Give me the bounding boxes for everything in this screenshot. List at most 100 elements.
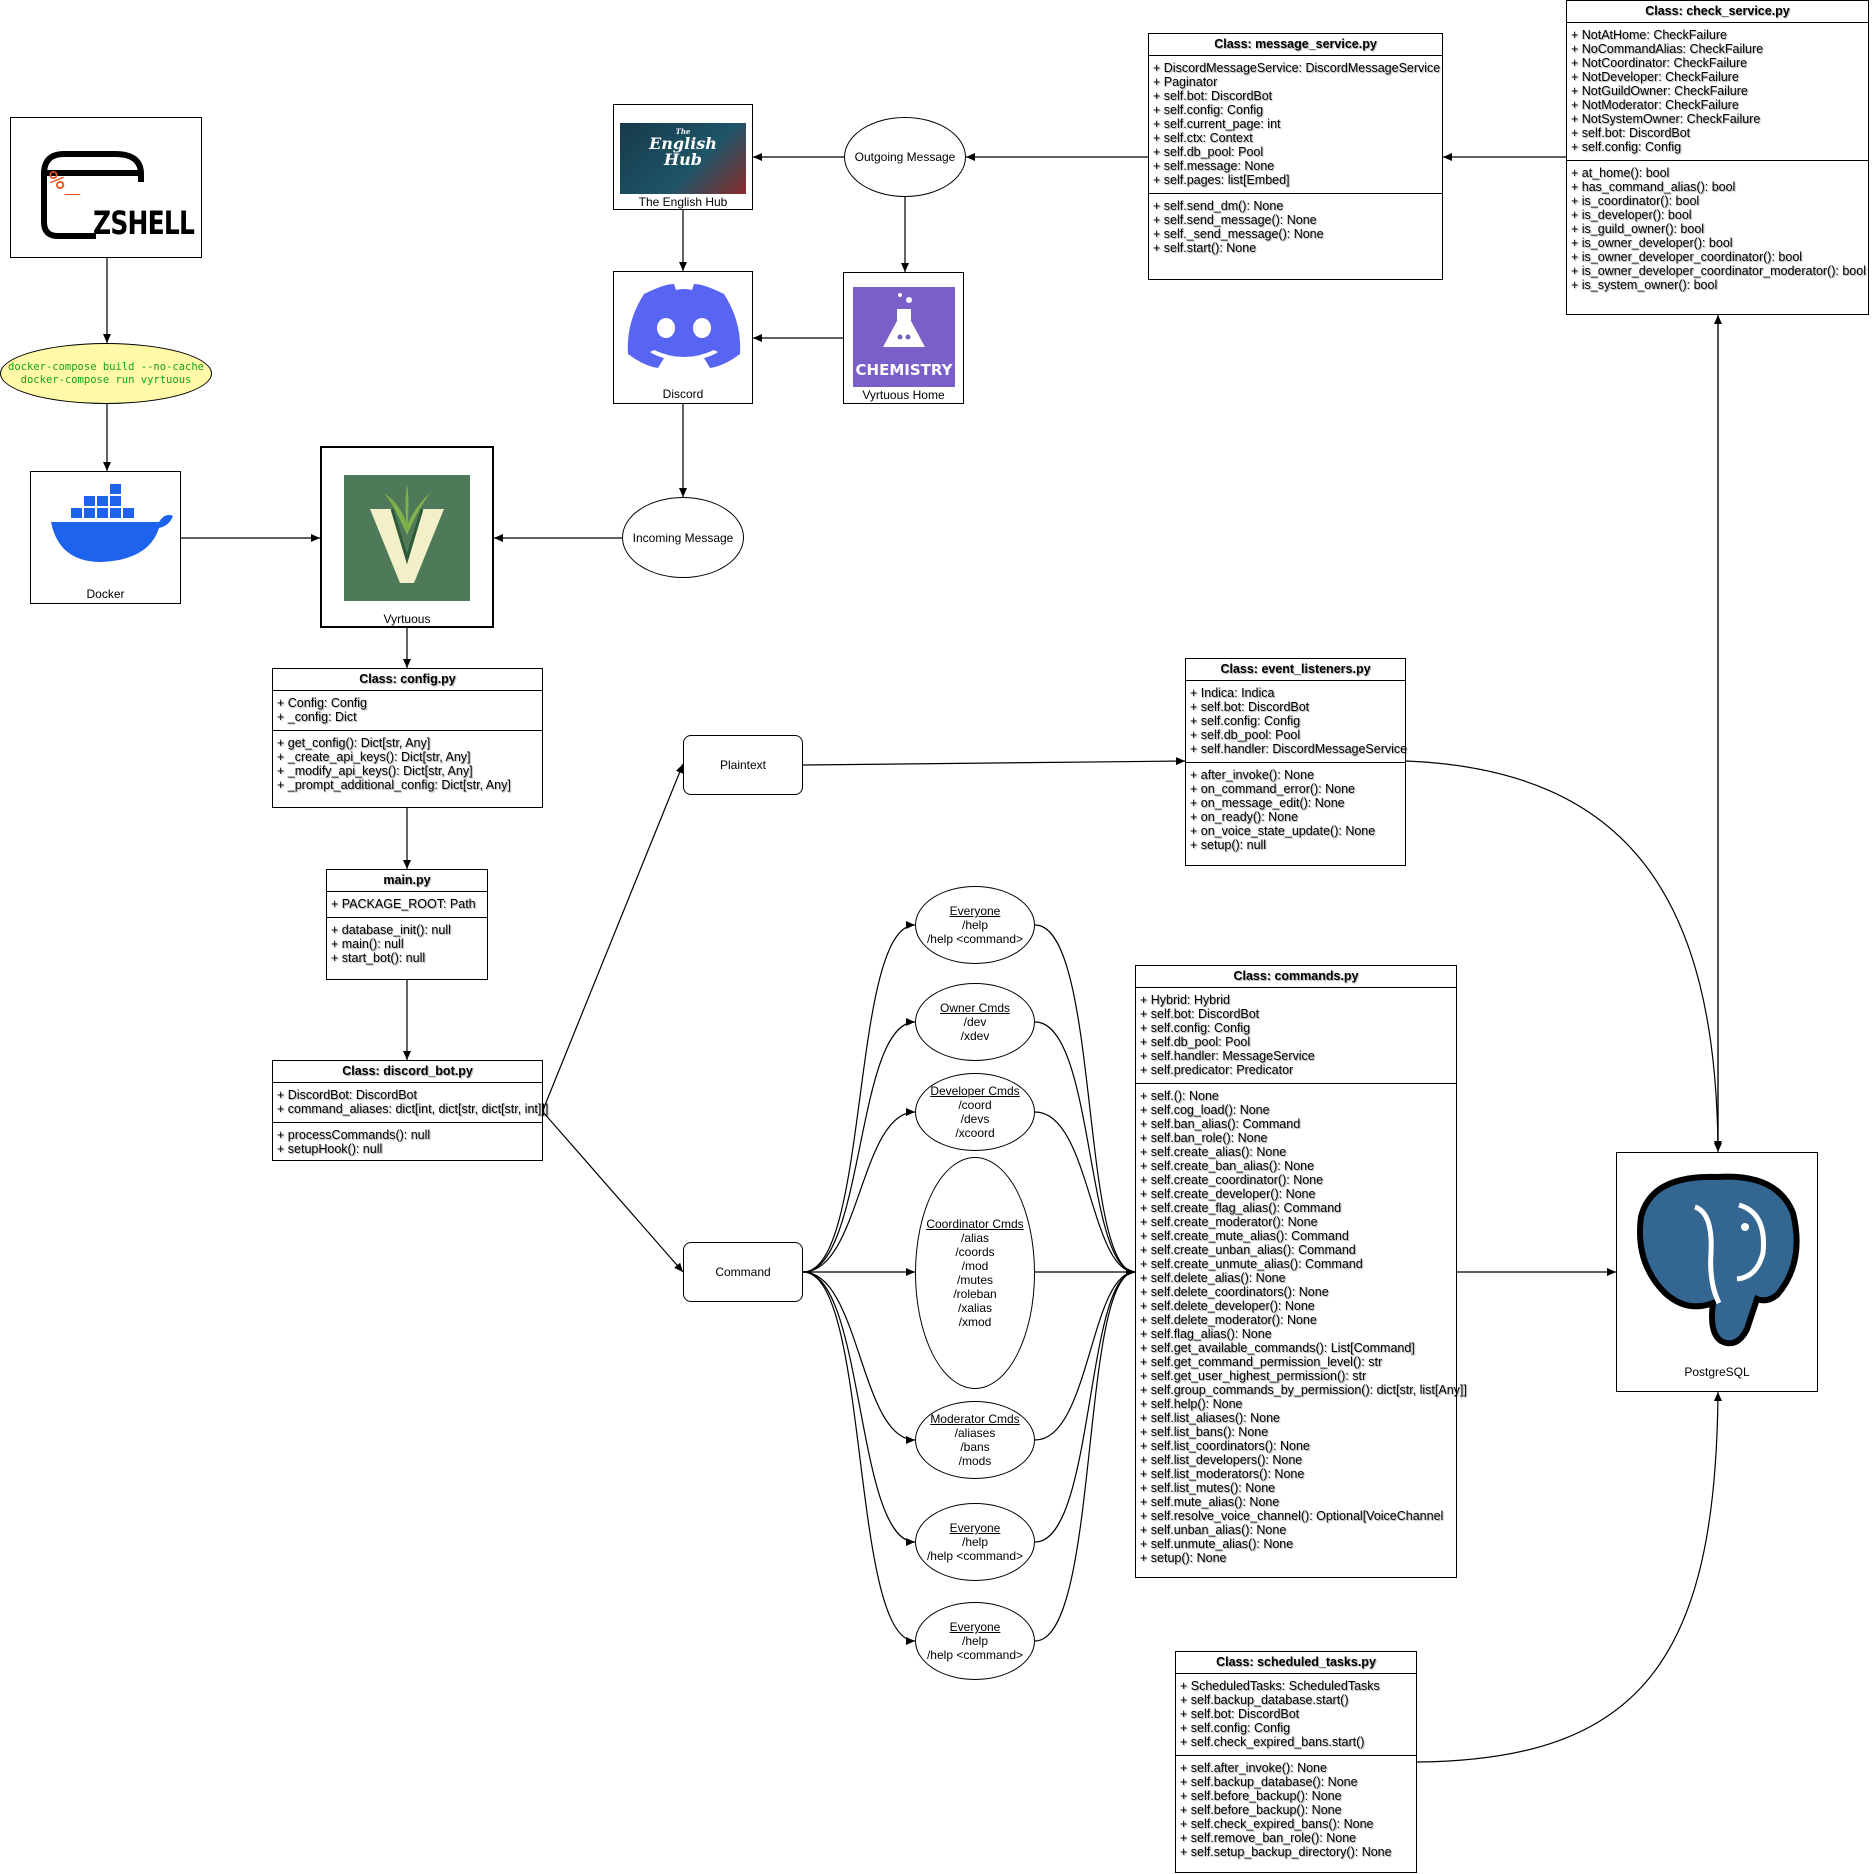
class-check-service-attr: + NotGuildOwner: CheckFailure [1571, 84, 1748, 98]
class-main-attr: + PACKAGE_ROOT: Path [331, 897, 476, 911]
class-message-service-attr: + self.config: Config [1153, 103, 1264, 117]
permission-title: Moderator Cmds [930, 1412, 1020, 1426]
permission-title: Owner Cmds [939, 1001, 1010, 1015]
class-config-attr: + _config: Dict [277, 710, 357, 724]
class-commands-method: + self.ban_role(): None [1140, 1131, 1268, 1145]
class-commands-attr: + self.bot: DiscordBot [1140, 1007, 1260, 1021]
class-check-service-attr: + NotAtHome: CheckFailure [1571, 28, 1727, 42]
class-commands-attr: + self.config: Config [1140, 1021, 1251, 1035]
class-check-service-method: + is_owner_developer_coordinator_moderat… [1571, 264, 1866, 278]
class-discord-bot-methods: + processCommands(): null + setupHook():… [273, 1122, 542, 1162]
discord-icon [627, 284, 741, 368]
class-main-method: + database_init(): null [331, 923, 451, 937]
class-commands-attr: + self.predicator: Predicator [1140, 1063, 1294, 1077]
class-check-service-methods: + at_home(): bool + has_command_alias():… [1567, 160, 1868, 298]
class-config-method: + get_config(): Dict[str, Any] [277, 736, 431, 750]
class-scheduled-tasks-methods: + self.after_invoke(): None + self.backu… [1176, 1755, 1416, 1865]
class-message-service-attr: + self.current_page: int [1153, 117, 1281, 131]
class-event-listeners-title: Class: event_listeners.py [1186, 659, 1405, 681]
class-commands-method: + self.create_developer(): None [1140, 1187, 1316, 1201]
class-commands-attr: + self.handler: MessageService [1140, 1049, 1315, 1063]
class-message-service-method: + self._send_message(): None [1153, 227, 1324, 241]
class-commands-method: + self.get_command_permission_level(): s… [1140, 1355, 1383, 1369]
class-commands-method: + self.(): None [1140, 1089, 1219, 1103]
class-commands-method: + self.create_moderator(): None [1140, 1215, 1318, 1229]
class-commands-method: + self.create_coordinator(): None [1140, 1173, 1324, 1187]
class-config-title: Class: config.py [273, 669, 542, 691]
class-commands-method: + self.create_alias(): None [1140, 1145, 1287, 1159]
outgoing-message-label: Outgoing Message [854, 150, 956, 164]
class-check-service-method: + at_home(): bool [1571, 166, 1670, 180]
class-main-method: + main(): null [331, 937, 404, 951]
class-commands-method: + self.mute_alias(): None [1140, 1495, 1280, 1509]
permission-coordinator: Coordinator Cmds /alias /coords /mod /mu… [915, 1157, 1035, 1389]
docker-command-line-1: docker-compose build --no-cache [8, 360, 204, 373]
permission-owner: Owner Cmds /dev /xdev [915, 983, 1035, 1061]
class-check-service-attr: + self.bot: DiscordBot [1571, 126, 1691, 140]
class-commands-method: + self.unmute_alias(): None [1140, 1537, 1294, 1551]
class-scheduled-tasks-attributes: + ScheduledTasks: ScheduledTasks + self.… [1176, 1674, 1416, 1755]
class-scheduled-tasks-method: + self.after_invoke(): None [1180, 1761, 1327, 1775]
class-scheduled-tasks-method: + self.backup_database(): None [1180, 1775, 1358, 1789]
edge-plaintext-to-events [802, 757, 1186, 766]
class-check-service: Class: check_service.py + NotAtHome: Che… [1566, 0, 1869, 315]
class-config-method: + _create_api_keys(): Dict[str, Any] [277, 750, 471, 764]
class-scheduled-tasks-title: Class: scheduled_tasks.py [1176, 1652, 1416, 1674]
class-event-listeners: Class: event_listeners.py + Indica: Indi… [1185, 658, 1407, 866]
vyrtuous-label: Vyrtuous [383, 612, 431, 626]
permission-cmd: /help <command> [926, 932, 1024, 946]
chemistry-logo: CHEMISTRY [853, 287, 955, 387]
permission-cmd: /xcoord [955, 1126, 995, 1140]
permission-cmd: /xalias [957, 1301, 992, 1315]
class-commands-attr: + self.db_pool: Pool [1140, 1035, 1251, 1049]
postgresql-elephant-icon [1637, 1173, 1800, 1347]
permission-everyone-3: Everyone /help /help <command> [915, 1602, 1035, 1680]
class-message-service-attr: + Paginator [1153, 75, 1218, 89]
class-main-title: main.py [327, 870, 487, 892]
class-commands-method: + self.group_commands_by_permission(): d… [1140, 1383, 1467, 1397]
class-event-listeners-method: + on_message_edit(): None [1190, 796, 1345, 810]
english-hub-label: The English Hub [638, 195, 728, 209]
class-message-service-attributes: + DiscordMessageService: DiscordMessageS… [1149, 56, 1442, 193]
class-discord-bot-title: Class: discord_bot.py [273, 1061, 542, 1083]
class-commands-method: + self.cog_load(): None [1140, 1103, 1270, 1117]
vyrtuous-logo [344, 475, 470, 601]
class-check-service-method: + is_system_owner(): bool [1571, 278, 1718, 292]
docker-node: Docker [30, 471, 181, 604]
class-commands-method: + self.create_unmute_alias(): Command [1140, 1257, 1363, 1271]
class-commands-method: + self.list_bans(): None [1140, 1425, 1269, 1439]
plaintext-node: Plaintext [683, 735, 803, 795]
class-check-service-attributes: + NotAtHome: CheckFailure + NoCommandAli… [1567, 23, 1868, 160]
class-event-listeners-method: + on_command_error(): None [1190, 782, 1356, 796]
class-event-listeners-method: + after_invoke(): None [1190, 768, 1315, 782]
class-discord-bot-attributes: + DiscordBot: DiscordBot + command_alias… [273, 1083, 548, 1122]
class-commands-method: + self.delete_alias(): None [1140, 1271, 1286, 1285]
class-message-service-title: Class: message_service.py [1149, 34, 1442, 56]
zshell-label: ZSHELL [93, 204, 195, 242]
class-commands-method: + self.create_ban_alias(): None [1140, 1159, 1315, 1173]
class-scheduled-tasks: Class: scheduled_tasks.py + ScheduledTas… [1175, 1651, 1417, 1873]
class-event-listeners-method: + on_voice_state_update(): None [1190, 824, 1376, 838]
class-commands-method: + self.help(): None [1140, 1397, 1243, 1411]
class-message-service-attr: + self.pages: list[Embed] [1153, 173, 1290, 187]
chemistry-logo-text: CHEMISTRY [855, 361, 953, 379]
permission-developer: Developer Cmds /coord /devs /xcoord [915, 1073, 1035, 1151]
class-commands-method: + self.ban_alias(): Command [1140, 1117, 1301, 1131]
edge-bot-to-plaintext [542, 763, 684, 1111]
edge-perm-3-to-commands [1034, 1111, 1136, 1276]
edge-perm-7-to-commands [1034, 1268, 1136, 1642]
permission-cmd: /help <command> [926, 1549, 1024, 1563]
edge-events-to-postgres [1405, 760, 1722, 1151]
permission-cmd: /help [961, 1634, 989, 1648]
permission-cmd: /xdev [960, 1029, 990, 1043]
class-message-service-attr: + self.ctx: Context [1153, 131, 1253, 145]
permission-cmd: /dev [963, 1015, 987, 1029]
command-node: Command [683, 1242, 803, 1302]
class-commands-methods: + self.(): None + self.cog_load(): None … [1136, 1083, 1467, 1571]
class-message-service-method: + self.start(): None [1153, 241, 1257, 255]
permission-cmd: /bans [960, 1440, 990, 1454]
class-commands-method: + self.resolve_voice_channel(): Optional… [1140, 1509, 1444, 1523]
class-config-attr: + Config: Config [277, 696, 367, 710]
class-message-service-methods: + self.send_dm(): None + self.send_messa… [1149, 193, 1442, 261]
outgoing-message-node: Outgoing Message [844, 117, 966, 197]
